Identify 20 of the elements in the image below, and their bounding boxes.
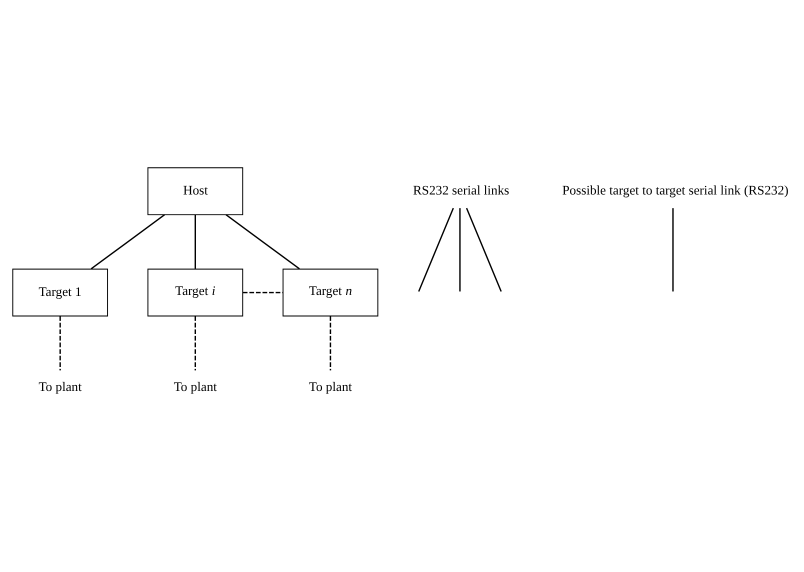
connector [59, 316, 61, 370]
connector [418, 208, 454, 292]
connector [194, 316, 196, 370]
connector [242, 292, 283, 294]
node-text: To plant [38, 378, 82, 394]
connector [226, 214, 300, 270]
connector [459, 208, 461, 292]
node-text: To plant [308, 378, 352, 394]
node-box: Target 1 [12, 268, 108, 316]
node-box: Host [147, 167, 244, 216]
connector [466, 208, 502, 292]
node-box: Target n [282, 268, 378, 316]
connector [672, 208, 674, 292]
connector [330, 316, 332, 370]
node-text: Possible target to target serial link (RS232) [562, 182, 789, 198]
connector [90, 214, 166, 270]
node-text: To plant [174, 378, 217, 394]
node-text: RS232 serial links [413, 182, 510, 198]
connector [194, 214, 196, 269]
node-box: Target i [147, 268, 244, 316]
